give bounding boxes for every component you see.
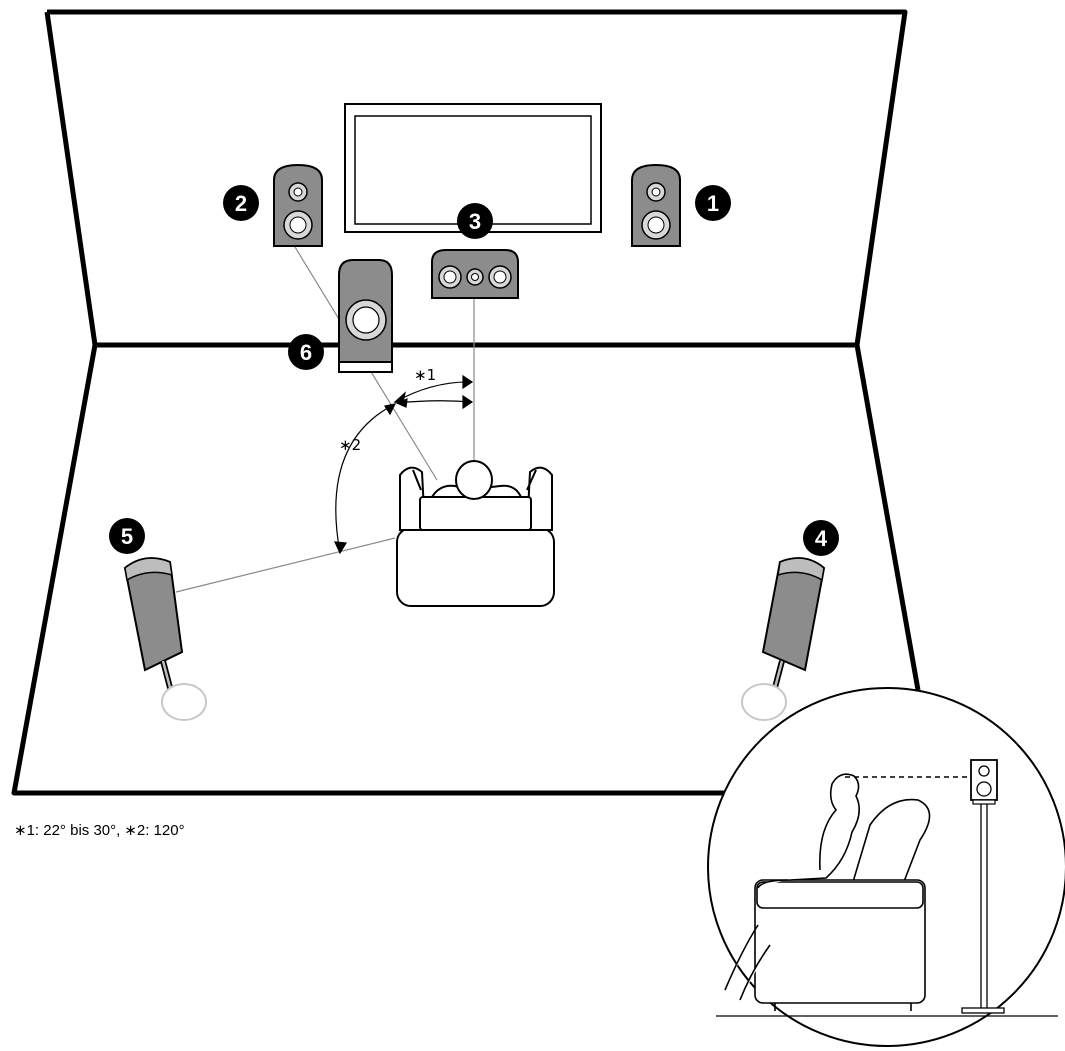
badge-6-label: 6 xyxy=(300,340,312,365)
surround-right-speaker xyxy=(741,557,826,721)
badge-3-label: 3 xyxy=(469,209,481,234)
badge-4-label: 4 xyxy=(815,526,828,551)
inset-person xyxy=(724,773,860,1001)
badge-5: 5 xyxy=(109,518,145,554)
surround-left-speaker xyxy=(123,557,207,721)
subwoofer xyxy=(338,259,393,373)
inset-armchair xyxy=(754,798,931,1011)
front-right-speaker xyxy=(631,163,681,247)
angle-footnote: ∗1: 22° bis 30°,∗2: 120° xyxy=(14,821,185,839)
angle-label-2: ∗2 xyxy=(339,436,361,454)
footnote-angle-1: ∗1: 22° bis 30°, xyxy=(14,822,121,839)
footnote-angle-2: ∗2: 120° xyxy=(124,822,185,839)
badge-3: 3 xyxy=(457,203,493,239)
listener-armchair xyxy=(396,460,555,607)
tv-screen xyxy=(344,103,602,233)
height-inset xyxy=(707,687,1065,1047)
center-speaker xyxy=(431,249,519,299)
badge-6: 6 xyxy=(288,334,324,370)
angle-arcs xyxy=(334,374,474,555)
badge-1: 1 xyxy=(695,185,731,221)
badge-4: 4 xyxy=(803,520,839,556)
room-outline xyxy=(11,9,921,796)
badge-1-label: 1 xyxy=(707,191,719,216)
badge-2-label: 2 xyxy=(235,191,247,216)
badge-5-label: 5 xyxy=(121,524,133,549)
front-left-speaker xyxy=(273,163,323,247)
angle-label-1: ∗1 xyxy=(414,366,436,384)
inset-speaker xyxy=(961,759,1005,1014)
badge-2: 2 xyxy=(223,185,259,221)
